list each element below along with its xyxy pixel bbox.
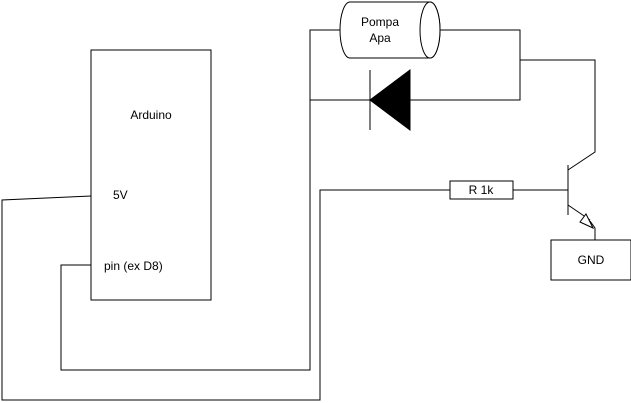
wire-5v[interactable] bbox=[1, 189, 450, 401]
arduino-pin-d8-label: pin (ex D8) bbox=[104, 259, 163, 273]
arduino-pin-5v-label: 5V bbox=[113, 188, 128, 202]
arduino-title: Arduino bbox=[130, 108, 172, 122]
transistor-emitter-arrow bbox=[579, 213, 595, 230]
wire-pump-right[interactable] bbox=[410, 29, 521, 101]
arduino-body bbox=[90, 49, 212, 301]
ground-block[interactable]: GND bbox=[550, 239, 631, 281]
npn-transistor[interactable] bbox=[567, 165, 595, 230]
wire-emitter-gnd[interactable] bbox=[589, 220, 596, 240]
arduino-board[interactable]: Arduino 5V pin (ex D8) bbox=[90, 49, 212, 301]
resistor-r1k[interactable]: R 1k bbox=[449, 180, 514, 200]
ground-label: GND bbox=[578, 253, 605, 267]
flyback-diode[interactable] bbox=[369, 69, 411, 131]
pump-cylinder[interactable]: Pompa Apa bbox=[339, 1, 441, 59]
wire-pin-d8[interactable] bbox=[60, 99, 370, 371]
resistor-label: R 1k bbox=[469, 183, 495, 197]
pump-end-cap bbox=[419, 1, 441, 59]
diode-triangle bbox=[369, 69, 411, 131]
ground-box bbox=[550, 239, 631, 281]
wire-pump-left[interactable] bbox=[309, 29, 340, 100]
wire-collector[interactable] bbox=[520, 59, 596, 171]
pump-label-line1: Pompa bbox=[361, 15, 399, 29]
pump-label-line2: Apa bbox=[369, 31, 391, 45]
